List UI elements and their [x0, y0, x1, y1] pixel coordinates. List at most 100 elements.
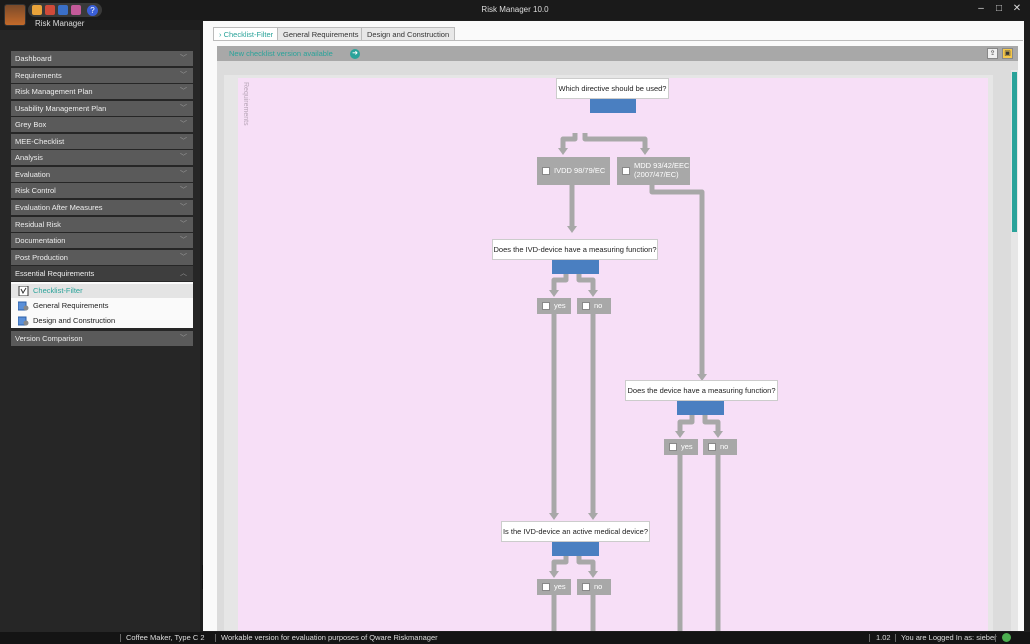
- chevron-down-icon: ﹀: [180, 55, 187, 62]
- answer-selector-ivd-measuring[interactable]: [552, 260, 599, 274]
- minimize-button[interactable]: –: [978, 3, 984, 14]
- sidebar-item-documentation[interactable]: Documentation ﹀: [11, 233, 193, 248]
- connector: [582, 133, 648, 149]
- option-ivdd[interactable]: IVDD 98/79/EC: [537, 157, 610, 185]
- question-ivd-measuring: Does the IVD-device have a measuring fun…: [492, 239, 658, 260]
- sidebar-item-label: Dashboard: [15, 54, 52, 63]
- checkbox[interactable]: [582, 583, 590, 591]
- sidebar-item-evaluation-after-measures[interactable]: Evaluation After Measures﹀: [11, 200, 193, 215]
- option-no[interactable]: no: [577, 298, 611, 314]
- sidebar-item-post-production[interactable]: Post Production﹀: [11, 250, 193, 265]
- sidebar-item-mee-checklist[interactable]: MEE-Checklist﹀: [11, 134, 193, 149]
- option-mdd[interactable]: MDD 93/42/EEC(2007/47/EC): [617, 157, 690, 185]
- arrowhead: [588, 513, 598, 520]
- sidebar-item-dashboard[interactable]: Dashboard ﹀: [11, 51, 193, 66]
- chevron-down-icon: ﹀: [180, 335, 187, 342]
- connector: [560, 133, 578, 149]
- new-version-link[interactable]: New checklist version available: [229, 49, 333, 58]
- export-icon[interactable]: ⇪: [987, 48, 998, 59]
- connector: [551, 555, 569, 572]
- connector: [576, 273, 596, 291]
- sidebar-item-label: MEE-Checklist: [15, 137, 65, 146]
- sidebar-subitem-checklist-filter[interactable]: Checklist-Filter: [11, 284, 193, 298]
- checkbox[interactable]: [669, 443, 677, 451]
- option-label: MDD 93/42/EEC: [634, 161, 690, 170]
- tab-design-and-construction[interactable]: Design and Construction: [361, 27, 456, 41]
- connector: [576, 555, 596, 572]
- status-separator: [995, 634, 996, 642]
- tab-checklist-filter[interactable]: › Checklist-Filter: [213, 27, 280, 41]
- quick-access-toolbar: ?: [28, 3, 102, 17]
- answer-selector-device-measuring[interactable]: [677, 401, 724, 415]
- chevron-right-icon: ›: [219, 30, 224, 39]
- checkbox[interactable]: [542, 302, 550, 310]
- sidebar-subitem-design-and-construction[interactable]: Design and Construction: [11, 314, 193, 328]
- flow-connectors: [549, 133, 723, 631]
- sidebar-item-label: Post Production: [15, 253, 68, 262]
- chevron-down-icon: ﹀: [180, 237, 187, 244]
- checkbox[interactable]: [708, 443, 716, 451]
- app-logo-icon[interactable]: [4, 4, 26, 26]
- open-icon[interactable]: [45, 5, 55, 15]
- sidebar-item-label: Grey Box: [15, 120, 47, 129]
- arrowhead: [697, 374, 707, 381]
- sidebar-item-risk-control[interactable]: Risk Control﹀: [11, 183, 193, 198]
- status-project: Coffee Maker, Type C 2: [126, 633, 205, 642]
- option-label: (2007/47/EC): [634, 170, 679, 179]
- sidebar-item-grey-box[interactable]: Grey Box﹀: [11, 117, 193, 132]
- tab-general-requirements[interactable]: General Requirements: [277, 27, 365, 41]
- checkbox[interactable]: [542, 583, 550, 591]
- sidebar-subitem-label: Design and Construction: [33, 316, 116, 325]
- arrow-right-icon[interactable]: ➜: [350, 49, 360, 59]
- tab-label: Design and Construction: [367, 30, 450, 39]
- sidebar-item-requirements[interactable]: Requirements﹀: [11, 68, 193, 83]
- sidebar-item-risk-management-plan[interactable]: Risk Management Plan﹀: [11, 84, 193, 99]
- sidebar-item-usability-management-plan[interactable]: Usability Management Plan﹀: [11, 101, 193, 116]
- sidebar-item-evaluation[interactable]: Evaluation﹀: [11, 167, 193, 182]
- checkbox[interactable]: [622, 167, 630, 175]
- chevron-down-icon: ﹀: [180, 171, 187, 178]
- option-no[interactable]: no: [703, 439, 737, 455]
- sidebar-item-label: Documentation: [15, 236, 66, 245]
- checkbox[interactable]: [542, 167, 550, 175]
- sidebar-item-version-comparison[interactable]: Version Comparison﹀: [11, 331, 193, 346]
- sidebar-item-label: Risk Management Plan: [15, 87, 93, 96]
- help-icon[interactable]: ?: [87, 5, 98, 16]
- save-icon[interactable]: [58, 5, 68, 15]
- question-device-measuring: Does the device have a measuring functio…: [625, 380, 778, 401]
- arrowhead: [640, 148, 650, 155]
- sidebar-subitem-general-requirements[interactable]: General Requirements: [11, 299, 193, 313]
- checkbox[interactable]: [582, 302, 590, 310]
- sidebar-item-analysis[interactable]: Analysis﹀: [11, 150, 193, 165]
- lock-icon[interactable]: ▣: [1002, 48, 1013, 59]
- new-icon[interactable]: [32, 5, 42, 15]
- chevron-down-icon: ﹀: [180, 72, 187, 79]
- answer-selector-active-medical-device[interactable]: [552, 542, 599, 556]
- option-label: no: [594, 301, 603, 310]
- answer-selector-directive[interactable]: [590, 99, 636, 113]
- tools-icon[interactable]: [71, 5, 81, 15]
- vertical-scrollbar[interactable]: [1011, 70, 1018, 631]
- chevron-down-icon: ﹀: [180, 154, 187, 161]
- status-separator: [869, 634, 870, 642]
- close-button[interactable]: ✕: [1012, 3, 1022, 14]
- tab-label: Checklist-Filter: [223, 30, 274, 39]
- sidebar-item-residual-risk[interactable]: Residual Risk﹀: [11, 217, 193, 232]
- status-separator: [120, 634, 121, 642]
- option-yes[interactable]: yes: [664, 439, 698, 455]
- status-bar: Coffee Maker, Type C 2 Workable version …: [0, 632, 1030, 644]
- sidebar-item-essential-requirements[interactable]: Essential Requirements︿: [11, 266, 193, 281]
- scrollbar-thumb[interactable]: [1012, 72, 1017, 232]
- connector: [649, 183, 705, 375]
- user-status-icon[interactable]: [1002, 633, 1011, 642]
- connector: [677, 414, 695, 432]
- requirements-lane-label: Requirements: [242, 82, 249, 126]
- maximize-button[interactable]: □: [995, 3, 1003, 14]
- chevron-up-icon: ︿: [180, 270, 187, 277]
- option-yes[interactable]: yes: [537, 579, 571, 595]
- option-label: no: [720, 442, 729, 451]
- option-yes[interactable]: yes: [537, 298, 571, 314]
- status-message: Workable version for evaluation purposes…: [221, 633, 438, 642]
- option-no[interactable]: no: [577, 579, 611, 595]
- connector: [702, 414, 721, 432]
